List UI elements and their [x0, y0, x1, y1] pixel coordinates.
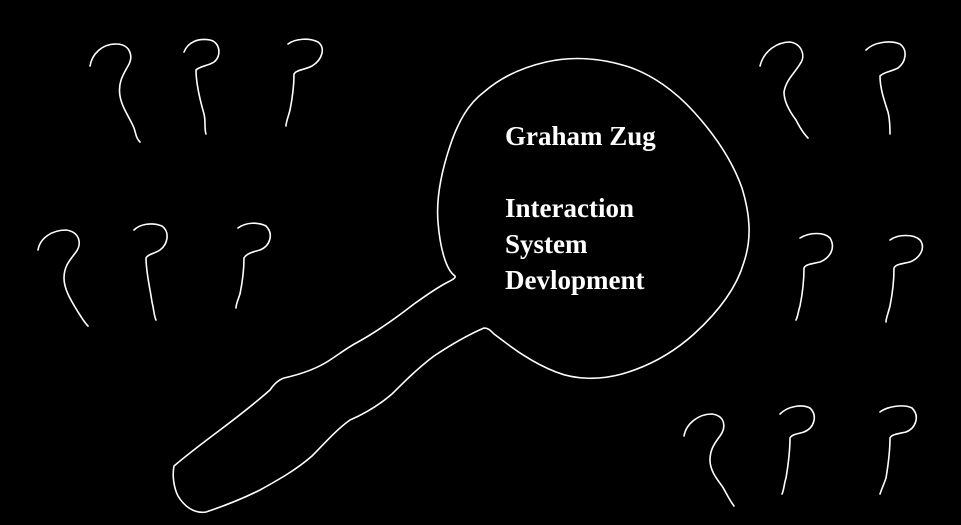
magnifying-glass-icon: [172, 57, 750, 514]
author-name: Graham Zug: [505, 121, 656, 151]
question-mark-icon: [37, 229, 89, 327]
question-mark-icon: [779, 405, 816, 495]
question-mark-icon: [879, 405, 918, 495]
question-mark-icon: [759, 41, 809, 139]
question-mark-icon: [683, 413, 735, 507]
question-mark-icon: [795, 232, 834, 321]
lens-text: Graham Zug Interaction System Devlopment: [505, 118, 745, 298]
question-mark-icon: [183, 38, 220, 135]
title-line-2: System: [505, 229, 588, 259]
question-mark-icon: [865, 41, 906, 135]
question-mark-icon: [133, 223, 168, 321]
question-mark-icon: [89, 43, 141, 143]
question-mark-icon: [285, 38, 324, 127]
title-line-3: Devlopment: [505, 265, 645, 295]
title-line-1: Interaction: [505, 193, 634, 223]
question-mark-icon: [885, 234, 924, 323]
question-mark-icon: [235, 222, 272, 309]
